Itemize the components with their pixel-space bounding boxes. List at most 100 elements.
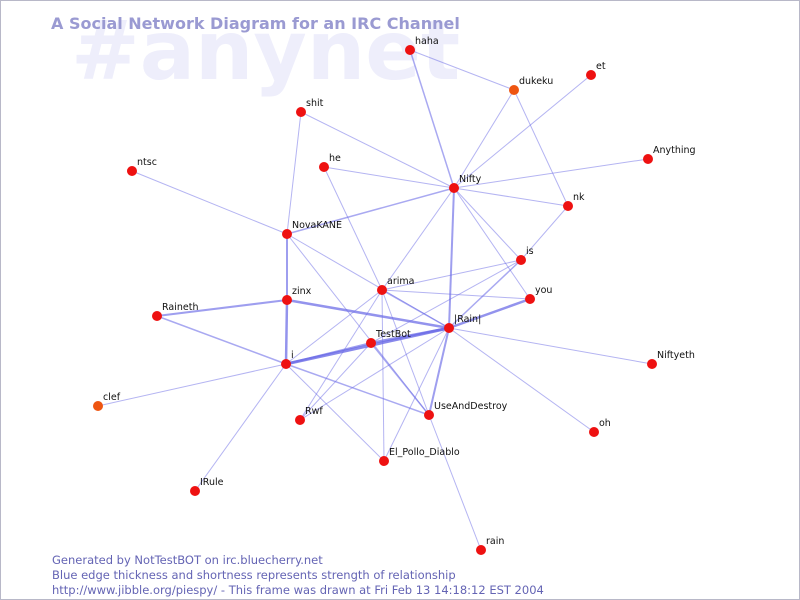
- edge-rain-niftyeth: [448, 327, 653, 365]
- edge-is-testbot: [370, 259, 522, 344]
- node-label: he: [329, 153, 341, 164]
- node-clef[interactable]: clef: [93, 392, 121, 411]
- node-dot[interactable]: [589, 427, 599, 437]
- edge-zinx-raineth: [156, 299, 288, 317]
- node-dot[interactable]: [152, 311, 162, 321]
- edge-raineth-i: [156, 315, 287, 365]
- node-i[interactable]: i: [281, 350, 294, 369]
- node-label: clef: [103, 392, 121, 403]
- node-label: dukeku: [519, 76, 553, 87]
- node-et[interactable]: et: [586, 61, 606, 80]
- edge-testbot-i: [285, 342, 372, 365]
- node-dot[interactable]: [296, 107, 306, 117]
- node-label: |Rain|: [454, 314, 481, 325]
- edge-nifty-is: [453, 187, 522, 261]
- node-dot[interactable]: [379, 456, 389, 466]
- edge-testbot-useanddestroy: [370, 342, 430, 416]
- node-novakane[interactable]: NovaKANE: [282, 220, 342, 239]
- node-ntsc[interactable]: ntsc: [127, 157, 157, 176]
- edge-arima-rwf: [299, 289, 383, 421]
- node-dot[interactable]: [190, 486, 200, 496]
- node-dot[interactable]: [405, 45, 415, 55]
- node-shit[interactable]: shit: [296, 98, 324, 117]
- node-you[interactable]: you: [525, 285, 552, 304]
- node-rain[interactable]: rain: [476, 536, 504, 555]
- node-label: Nifty: [459, 174, 482, 185]
- node-oh[interactable]: oh: [589, 418, 611, 437]
- node-label: you: [535, 285, 552, 296]
- node-label: Raineth: [162, 302, 198, 313]
- edge-et-nifty: [453, 74, 592, 189]
- channel-watermark: #anynet: [71, 4, 460, 99]
- node-rwf[interactable]: Rwf: [295, 406, 323, 425]
- diagram-title: A Social Network Diagram for an IRC Chan…: [51, 14, 460, 33]
- node-zinx[interactable]: zinx: [282, 286, 312, 305]
- edge-he-nifty: [323, 166, 455, 189]
- node-label: is: [526, 246, 534, 257]
- node-label: nk: [573, 192, 585, 203]
- node-dot[interactable]: [93, 401, 103, 411]
- node-label: Rwf: [305, 406, 323, 417]
- node-dukeku[interactable]: dukeku: [509, 76, 553, 95]
- node-dot[interactable]: [444, 323, 454, 333]
- node-niftyeth[interactable]: Niftyeth: [647, 350, 695, 369]
- node-dot[interactable]: [449, 183, 459, 193]
- edge-nifty-rain: [448, 187, 455, 329]
- edge-nifty-you: [453, 187, 531, 300]
- edge-is-rain: [448, 259, 522, 329]
- node-label: et: [596, 61, 606, 72]
- edge-ntsc-novakane: [131, 170, 288, 235]
- node-testbot[interactable]: TestBot: [366, 329, 411, 348]
- node-label: IRule: [200, 477, 224, 488]
- edge-haha-dukeku: [409, 49, 515, 91]
- edge-layer: [97, 49, 653, 551]
- node-useanddestroy[interactable]: UseAndDestroy: [424, 401, 508, 420]
- node-rain[interactable]: |Rain|: [444, 314, 481, 333]
- node-label: arima: [387, 276, 414, 287]
- edge-nk-is: [520, 205, 569, 261]
- edge-rain-oh: [448, 327, 595, 433]
- node-label: shit: [306, 98, 324, 109]
- node-dot[interactable]: [282, 229, 292, 239]
- node-label: NovaKANE: [292, 220, 342, 231]
- edge-arima-el-pollo-diablo: [381, 289, 385, 462]
- node-dot[interactable]: [586, 70, 596, 80]
- node-dot[interactable]: [643, 154, 653, 164]
- node-dot[interactable]: [516, 255, 526, 265]
- node-anything[interactable]: Anything: [643, 145, 696, 164]
- node-raineth[interactable]: Raineth: [152, 302, 198, 321]
- node-label: oh: [599, 418, 611, 429]
- footer-legend: Blue edge thickness and shortness repres…: [52, 568, 456, 582]
- node-dot[interactable]: [366, 338, 376, 348]
- node-dot[interactable]: [319, 162, 329, 172]
- node-he[interactable]: he: [319, 153, 341, 172]
- node-dot[interactable]: [127, 166, 137, 176]
- node-irule[interactable]: IRule: [190, 477, 224, 496]
- node-el-pollo-diablo[interactable]: El_Pollo_Diablo: [379, 447, 460, 466]
- node-dot[interactable]: [282, 295, 292, 305]
- node-arima[interactable]: arima: [377, 276, 414, 295]
- edge-rain-el-pollo-diablo: [383, 327, 450, 462]
- node-dot[interactable]: [476, 545, 486, 555]
- node-dot[interactable]: [525, 294, 535, 304]
- node-haha[interactable]: haha: [405, 36, 439, 55]
- node-label: rain: [486, 536, 504, 547]
- node-label: zinx: [292, 286, 312, 297]
- edge-useanddestroy-rain: [428, 414, 482, 551]
- node-dot[interactable]: [509, 85, 519, 95]
- edge-i-el-pollo-diablo: [285, 363, 385, 462]
- edge-is-arima: [381, 259, 522, 291]
- node-dot[interactable]: [377, 285, 387, 295]
- edge-zinx-rain: [286, 298, 450, 330]
- node-dot[interactable]: [281, 359, 291, 369]
- node-dot[interactable]: [295, 415, 305, 425]
- node-label: Anything: [653, 145, 696, 156]
- node-label: UseAndDestroy: [434, 401, 508, 412]
- node-dot[interactable]: [424, 410, 434, 420]
- node-dot[interactable]: [647, 359, 657, 369]
- node-dot[interactable]: [563, 201, 573, 211]
- node-nifty[interactable]: Nifty: [449, 174, 482, 193]
- node-nk[interactable]: nk: [563, 192, 585, 211]
- node-is[interactable]: is: [516, 246, 534, 265]
